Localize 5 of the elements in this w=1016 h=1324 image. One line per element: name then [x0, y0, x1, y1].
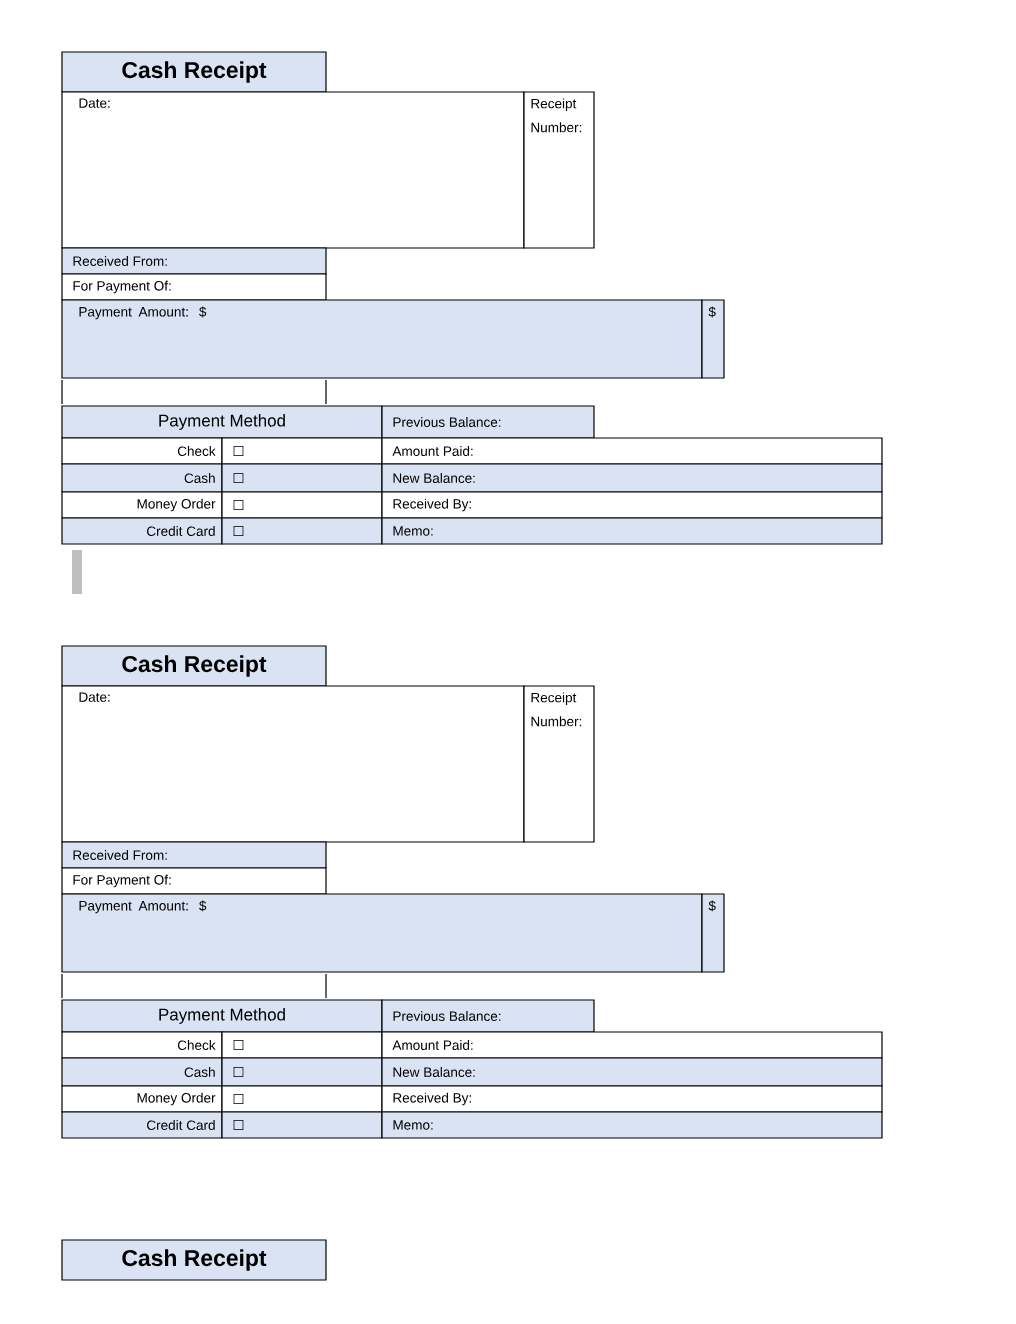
form-title: Cash Receipt — [61, 645, 327, 687]
form-title: Cash Receipt — [61, 1239, 327, 1281]
form-title: Cash Receipt — [61, 51, 327, 93]
table-header: Payment Method — [61, 999, 383, 1033]
table-header: Payment Method — [61, 405, 383, 439]
